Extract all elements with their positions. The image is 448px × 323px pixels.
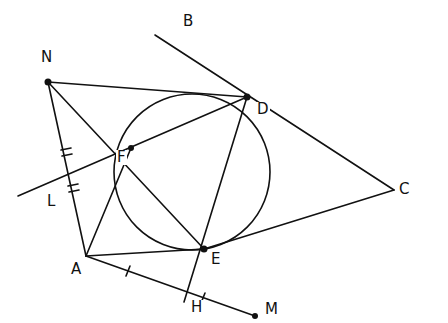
point-dot	[45, 79, 52, 86]
point-dot	[201, 246, 208, 253]
line-ne	[48, 82, 204, 249]
tick-mark	[126, 266, 130, 276]
tick-mark	[68, 184, 78, 186]
point-label: H	[190, 300, 203, 315]
point-label: A	[70, 262, 82, 277]
point-dot	[128, 145, 134, 151]
point-dot	[244, 94, 251, 101]
point-dot	[252, 313, 258, 319]
line-am	[86, 256, 255, 316]
line-fd	[18, 97, 247, 196]
point-label: E	[210, 252, 221, 267]
point-label: D	[256, 102, 270, 117]
line-af	[86, 148, 131, 256]
point-label: N	[40, 50, 53, 65]
point-label: M	[264, 302, 279, 317]
tick-mark	[69, 190, 79, 192]
tick-mark	[61, 148, 71, 150]
line-bc	[155, 35, 394, 190]
line-nd	[48, 82, 247, 97]
point-label: B	[182, 14, 194, 29]
line-ae	[86, 249, 204, 256]
point-label: C	[398, 182, 410, 197]
point-label: L	[46, 194, 56, 209]
line-ec	[204, 190, 394, 249]
circle	[114, 94, 270, 250]
line-de	[184, 97, 247, 302]
tick-mark	[62, 154, 72, 156]
point-label: F	[116, 150, 127, 165]
